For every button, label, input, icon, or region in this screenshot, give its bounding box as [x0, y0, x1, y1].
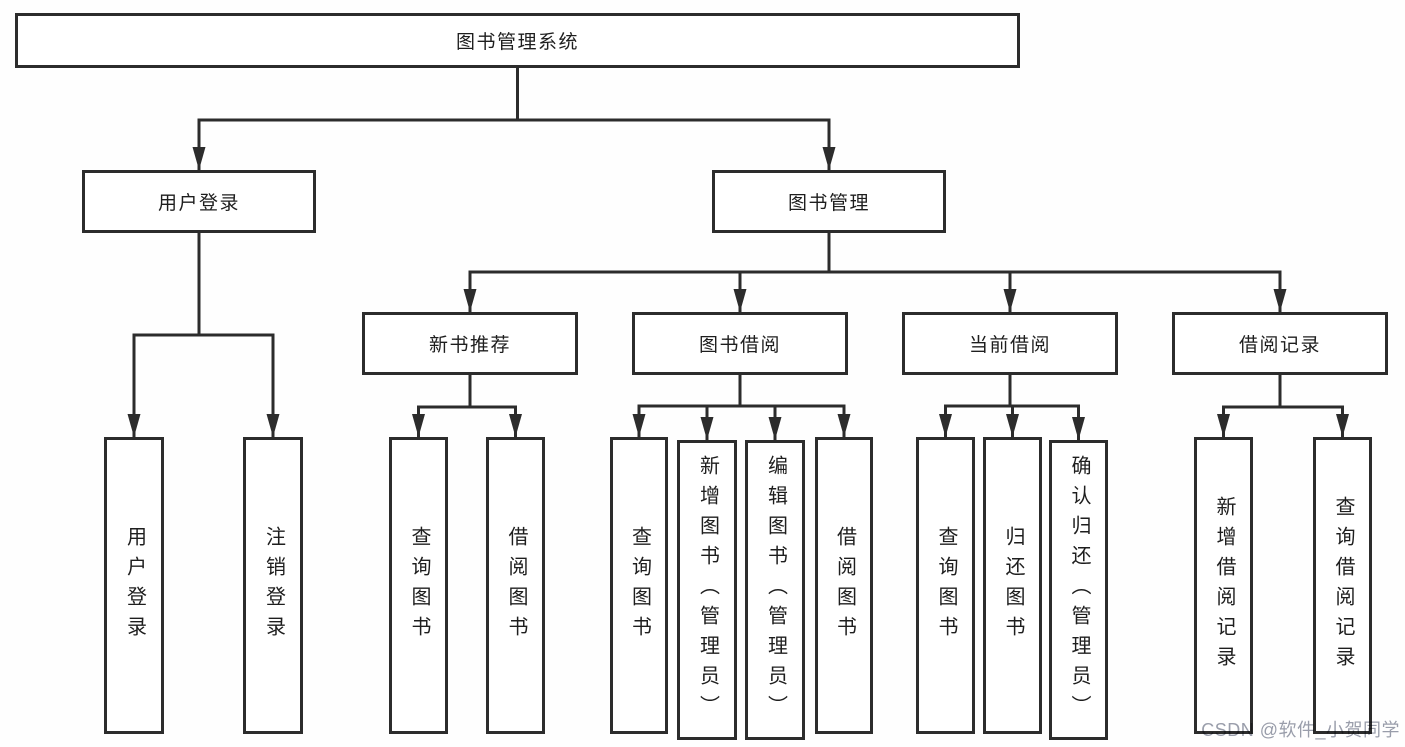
connector-recommend-to-leaves [412, 375, 522, 437]
node-new-book-recommendation: 新书推荐 [362, 312, 578, 375]
node-current-borrowing: 当前借阅 [902, 312, 1118, 375]
node-borrowing-records: 借阅记录 [1172, 312, 1388, 375]
leaf-add-books-admin: 新增图书（管理员） [677, 440, 737, 740]
leaf-borrowing-query-books: 查询图书 [610, 437, 668, 734]
node-book-borrowing: 图书借阅 [632, 312, 848, 375]
leaf-recommend-borrow-books: 借阅图书 [486, 437, 545, 734]
leaf-logout: 注销登录 [243, 437, 303, 734]
csdn-watermark: CSDN @软件_小贺同学 [1201, 720, 1400, 740]
node-library-management-system: 图书管理系统 [15, 13, 1020, 68]
leaf-query-borrow-record: 查询借阅记录 [1313, 437, 1372, 734]
leaf-confirm-return-admin: 确认归还（管理员） [1049, 440, 1108, 740]
leaf-user-login: 用户登录 [104, 437, 164, 734]
connector-login-to-leaves [127, 233, 280, 437]
connector-root-to-level2 [192, 68, 836, 170]
connector-records-to-leaves [1217, 375, 1349, 437]
connector-borrowing-to-leaves [632, 375, 851, 440]
leaf-edit-books-admin: 编辑图书（管理员） [745, 440, 805, 740]
leaf-add-borrow-record: 新增借阅记录 [1194, 437, 1253, 734]
node-book-management: 图书管理 [712, 170, 946, 233]
node-user-login: 用户登录 [82, 170, 316, 233]
leaf-return-books: 归还图书 [983, 437, 1042, 734]
connector-mgmt-to-modules [463, 233, 1287, 312]
leaf-recommend-query-books: 查询图书 [389, 437, 448, 734]
connector-current-to-leaves [939, 375, 1085, 440]
leaf-borrowing-borrow-books: 借阅图书 [815, 437, 873, 734]
leaf-current-query-books: 查询图书 [916, 437, 975, 734]
